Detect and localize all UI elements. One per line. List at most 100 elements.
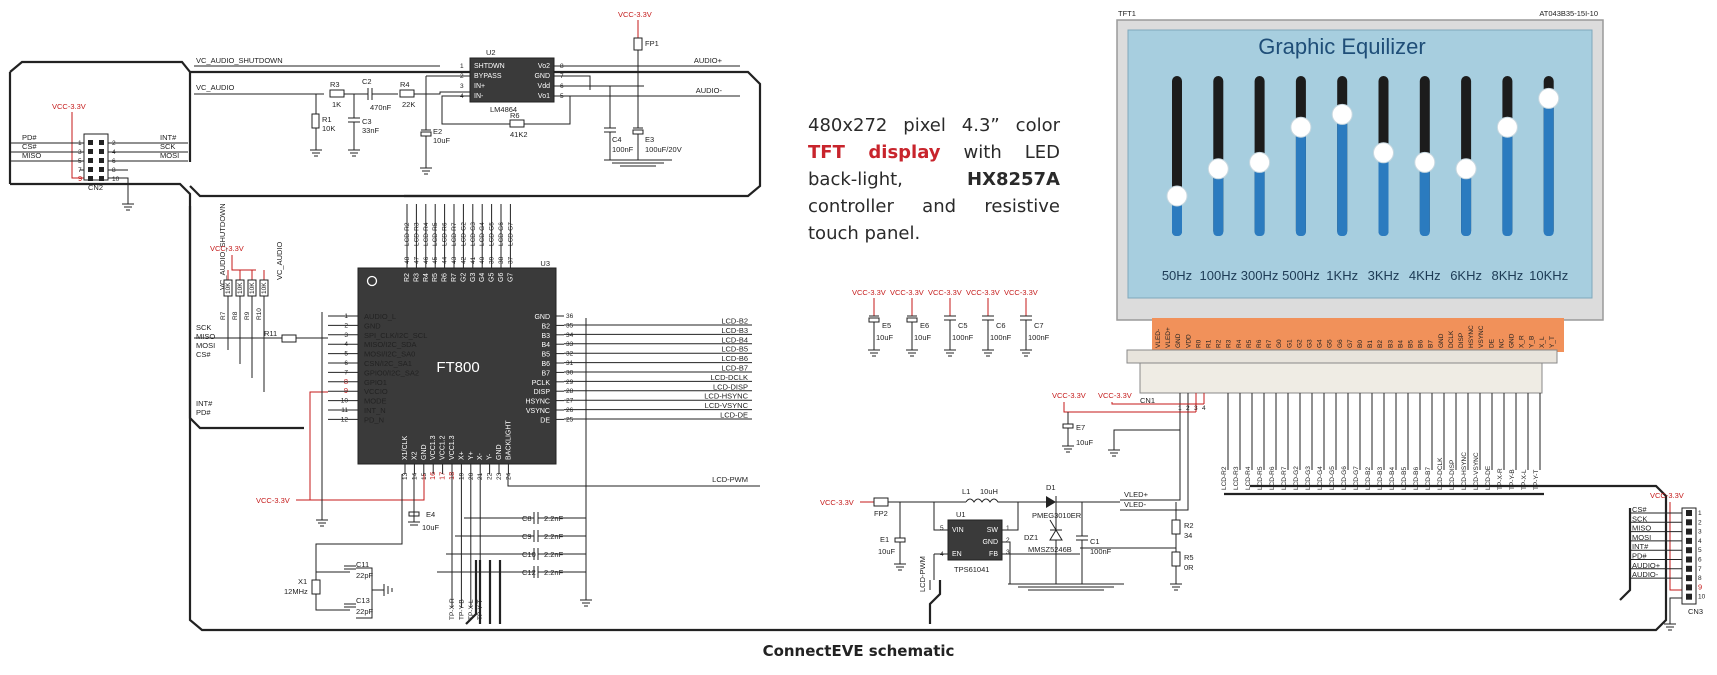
dz1-val: MMSZ5246B	[1028, 545, 1072, 554]
u1-num-5: 5	[940, 525, 944, 532]
slider-fill	[1295, 127, 1306, 236]
cn3-pin	[1686, 584, 1692, 591]
decoupling-val: 100nF	[1028, 333, 1050, 342]
slider-knob[interactable]	[1414, 151, 1436, 173]
slider-knob[interactable]	[1249, 151, 1271, 173]
ft800-top-pin: R2	[404, 273, 411, 282]
ft800-top-num: 37	[507, 256, 514, 264]
pullup-ref: R10	[256, 308, 263, 320]
cn1-net-label: TP-X-L	[1521, 469, 1528, 490]
electrolytic-cap	[868, 317, 880, 323]
ft800-top-pin: G3	[470, 273, 477, 282]
ft800-top-pin: G5	[489, 273, 496, 282]
net-vc-audio: VC_AUDIO	[196, 83, 235, 92]
u2-pin-bypass: BYPASS	[474, 73, 502, 80]
flex-pin-label: G6	[1337, 339, 1344, 348]
cn3-pin-num: 8	[1698, 575, 1702, 582]
slider-label: 500Hz	[1282, 268, 1320, 283]
ft800-right-net: LCD-DISP	[713, 382, 748, 391]
cn3-signal: AUDIO-	[1632, 570, 1659, 579]
r3-ref: R3	[330, 80, 340, 89]
cn1-net-label: LCD-DE	[1485, 465, 1492, 490]
ft800-top-net: LCD-G4	[479, 222, 486, 246]
x1-val: 12MHz	[284, 587, 308, 596]
net-int: INT#	[196, 399, 213, 408]
slider-fill	[1502, 127, 1513, 236]
slider-label: 3KHz	[1368, 268, 1400, 283]
u2-pin-gnd: GND	[534, 73, 550, 80]
r11-ref: R11	[264, 329, 277, 338]
u1-pin-sw: SW	[987, 527, 999, 534]
slider-knob[interactable]	[1538, 87, 1560, 109]
ft800-left-pin: GND	[364, 321, 381, 330]
flex-pin-label: B5	[1408, 340, 1415, 348]
flex-pin-label: B4	[1397, 340, 1404, 348]
net-sck: SCK	[196, 323, 211, 332]
ft800-left-pin: MISO/I2C_SDA	[364, 340, 417, 349]
ft800-top-net: LCD-R4	[423, 222, 430, 246]
ft800-bottom-pin: GND	[421, 444, 428, 460]
cn3-pin	[1686, 593, 1692, 600]
e3-ref: E3	[645, 135, 654, 144]
r6-ref: R6	[510, 111, 520, 120]
ft800-bottom-num: 14	[411, 472, 418, 480]
slider-knob[interactable]	[1166, 185, 1188, 207]
decoupling-vcc-label: VCC-3.3V	[1004, 288, 1038, 297]
c13-ref: C13	[356, 596, 370, 605]
fp1-ref: FP1	[645, 39, 659, 48]
net-miso: MISO	[196, 332, 215, 341]
slider-knob[interactable]	[1290, 116, 1312, 138]
ft800-right-num: 29	[566, 379, 574, 386]
slider-knob[interactable]	[1496, 116, 1518, 138]
ft800-top-net: LCD-R6	[442, 222, 449, 246]
c11-ref: C11	[356, 560, 369, 569]
touch-net-label: TP-X-L	[468, 599, 475, 620]
slider-label: 1KHz	[1326, 268, 1358, 283]
ft800-bottom-num: 17	[438, 472, 447, 480]
ft800-right-net: LCD-B3	[721, 326, 748, 335]
decoupling-vcc-label: VCC-3.3V	[928, 288, 962, 297]
slider-knob[interactable]	[1373, 142, 1394, 164]
dz1-ref: DZ1	[1024, 533, 1038, 542]
c3-val: 33nF	[362, 126, 380, 135]
cn1-net-label: TP-Y-B	[1509, 469, 1516, 490]
u2-ref: U2	[486, 48, 496, 57]
d1-ref: D1	[1046, 483, 1056, 492]
slider-label: 50Hz	[1162, 268, 1192, 283]
ft800-right-num: 28	[566, 388, 574, 395]
flex-pin-label: B2	[1377, 340, 1384, 348]
flex-pin-label: NC	[1498, 338, 1505, 348]
ft800-top-net: LCD-R7	[451, 222, 458, 246]
flex-pin-label: B0	[1357, 340, 1364, 348]
ft800-name: FT800	[436, 359, 479, 376]
cn1-net-label: LCD-DISP	[1449, 460, 1456, 490]
ft800-bottom-num: 24	[505, 472, 512, 480]
slider-knob[interactable]	[1331, 103, 1353, 125]
cn3-pin	[1686, 556, 1692, 563]
touch-cap-value: 2.2nF	[544, 514, 564, 523]
slider-knob[interactable]	[1455, 158, 1477, 180]
ft800-top-pin: G7	[507, 273, 514, 282]
ft800-top-pin: R6	[442, 273, 449, 282]
u1-pin-gnd: GND	[982, 539, 998, 546]
slider-fill	[1213, 168, 1224, 236]
ft800-right-net: LCD-B4	[721, 335, 748, 344]
ft800-right-num: 26	[566, 407, 574, 414]
c2-val: 470nF	[370, 103, 392, 112]
cn3-pin	[1686, 537, 1692, 544]
audio-section: VC_AUDIO_SHUTDOWN VC_AUDIO R3 1K R1 10K …	[194, 10, 740, 175]
ft800-left-pin: INT_N	[364, 406, 386, 415]
e7-val: 10uF	[1076, 438, 1094, 447]
flex-pin-label: G1	[1286, 339, 1293, 348]
fp2-ref: FP2	[874, 509, 888, 518]
ft800-right-pin: B5	[541, 352, 550, 359]
cn2-cs: CS#	[22, 142, 37, 151]
cn3-pin	[1686, 519, 1692, 526]
slider-label: 10KHz	[1529, 268, 1568, 283]
ft800-bottom-num: 23	[496, 472, 503, 480]
desc-controller: HX8257A	[967, 169, 1060, 190]
slider-knob[interactable]	[1207, 158, 1229, 180]
cn3-ref: CN3	[1688, 607, 1703, 616]
